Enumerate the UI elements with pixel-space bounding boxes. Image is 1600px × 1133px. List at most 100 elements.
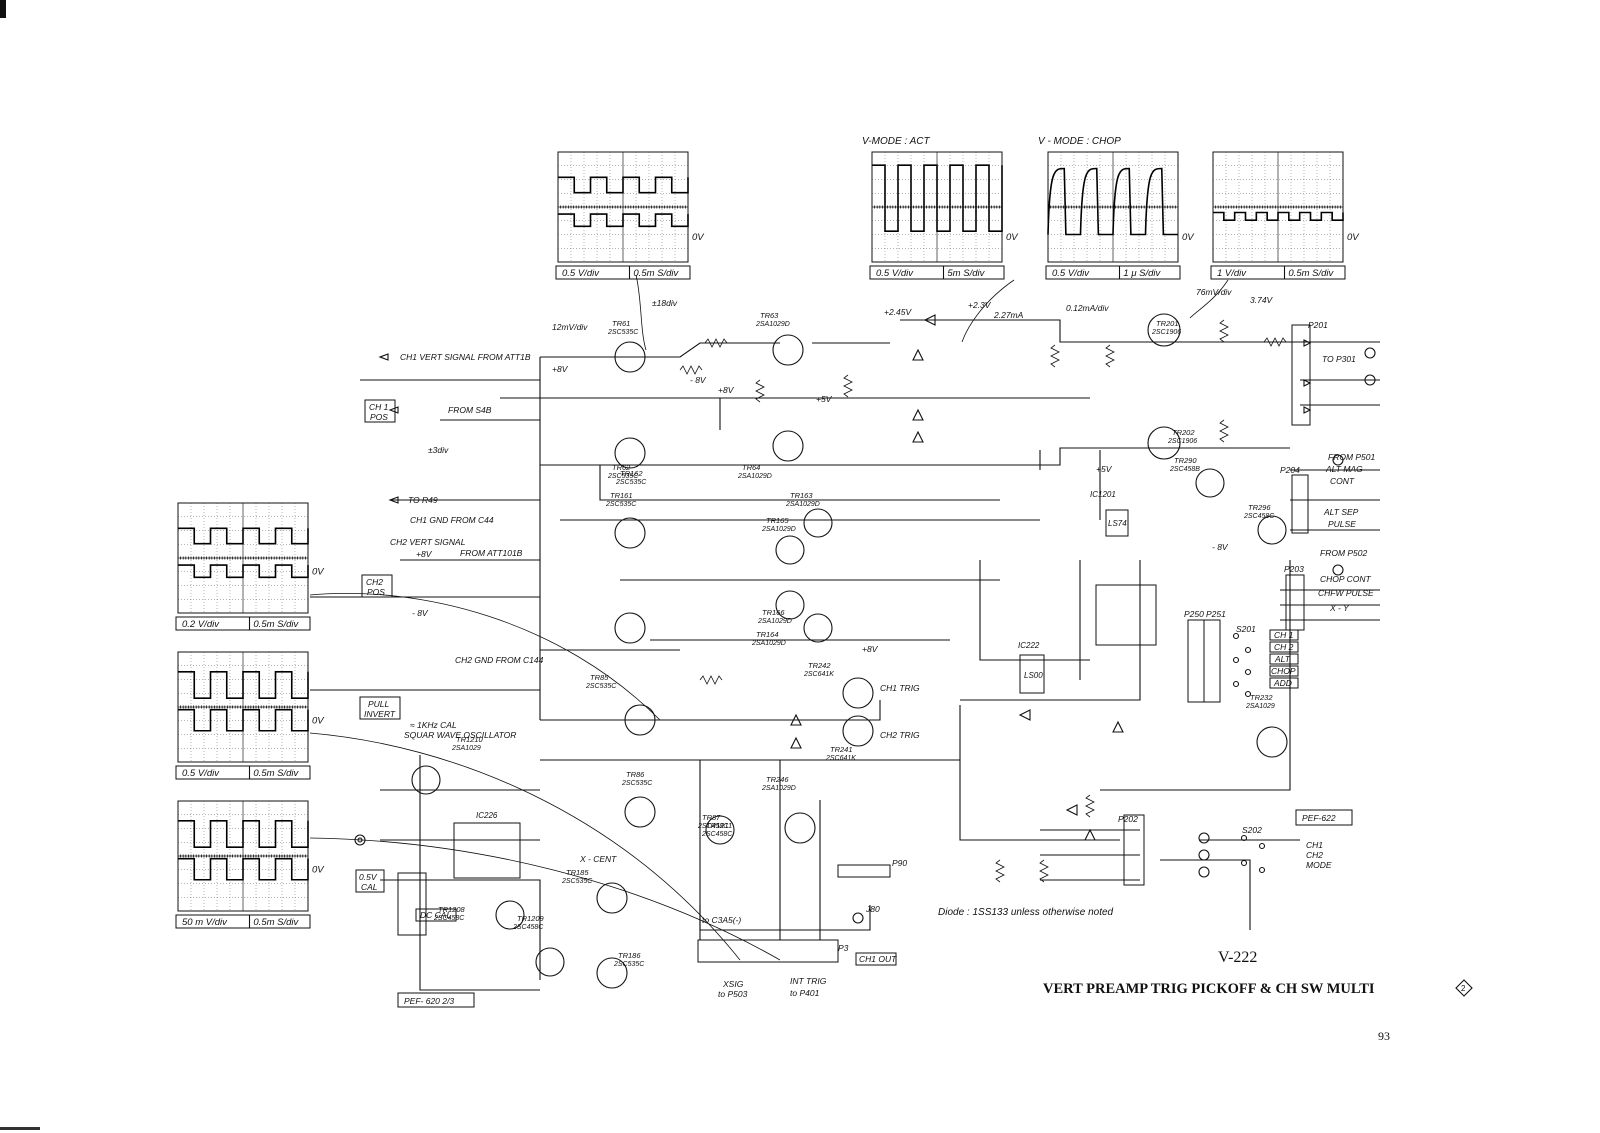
scope-volt-scale: 50 m V/div [182, 917, 228, 928]
svg-text:2SC1906: 2SC1906 [1167, 438, 1197, 445]
p203-label: P203 [1284, 564, 1304, 574]
ic1201-label: IC1201 [1090, 490, 1116, 499]
svg-text:2SC458C: 2SC458C [697, 823, 729, 830]
p90-label: P90 [892, 858, 907, 868]
j80-label: J80 [865, 904, 880, 914]
scope-volt-scale: 0.5 V/div [562, 268, 600, 279]
alt-mag-label: ALT MAG [1325, 464, 1363, 474]
scope-volt-scale: 0.2 V/div [182, 619, 220, 630]
scope-zero-label: 0V [312, 865, 325, 876]
scope-mode-label: V-MODE : ACT [862, 136, 930, 147]
svg-text:TR1209: TR1209 [517, 914, 545, 923]
svg-text:TR1211: TR1211 [706, 821, 732, 830]
svg-text:TR241: TR241 [830, 745, 853, 754]
scope-time-scale: 0.5m S/div [633, 268, 679, 279]
switch-ch2: CH 2 [1274, 642, 1294, 652]
switch-chop: CHOP [1271, 666, 1296, 676]
p201-label: P201 [1308, 320, 1328, 330]
svg-text:2SC535C: 2SC535C [585, 683, 617, 690]
scope-time-scale: 5m S/div [947, 268, 985, 279]
svg-text:2SA1029D: 2SA1029D [737, 473, 772, 480]
svg-text:TR164: TR164 [756, 630, 779, 639]
scope-zero-label: 0V [312, 567, 325, 578]
svg-text:2SA1029D: 2SA1029D [751, 640, 786, 647]
supply-minus8-c: - 8V [1212, 542, 1229, 552]
title-circle-mark: 2 [1455, 979, 1473, 997]
voltage-76mv: 76mV/div [1196, 287, 1232, 297]
supply-plus8-b: +8V [718, 385, 735, 395]
svg-text:TR296: TR296 [1248, 503, 1271, 512]
x-cent-label: X - CENT [579, 854, 617, 864]
svg-text:TR85: TR85 [590, 673, 609, 682]
pef620-box: PEF- 620 2/3 [404, 996, 454, 1006]
scope-time-scale: 0.5m S/div [1288, 268, 1334, 279]
supply-plus8-a: +8V [552, 364, 569, 374]
svg-text:2SA1029D: 2SA1029D [761, 785, 796, 792]
pulse-label: PULSE [1328, 519, 1356, 529]
scope-time-scale: 1 μ S/div [1123, 268, 1161, 279]
scope-zero-label: 0V [1006, 232, 1019, 243]
current-227: 2.27mA [993, 310, 1024, 320]
voltage-23: +2.3V [968, 300, 992, 310]
waveform-trace [178, 820, 309, 881]
pef622-box: PEF-622 [1302, 813, 1336, 823]
supply-plus5-b: +5V [1096, 464, 1113, 474]
svg-text:2SC535C: 2SC535C [607, 473, 639, 480]
ch-mode-label-2: CH2 [1306, 850, 1323, 860]
waveform-trace [178, 527, 309, 579]
scope-zero-label: 0V [312, 716, 325, 727]
dc-cal-box: DC CAL [420, 910, 451, 920]
p202-label: P202 [1118, 814, 1138, 824]
svg-text:2SC458C: 2SC458C [433, 915, 465, 922]
svg-text:TR202: TR202 [1172, 428, 1195, 437]
from-p501-label: FROM P501 [1328, 452, 1376, 462]
ch2-pos-box-line2: POS [367, 587, 385, 597]
from-s4b-label: FROM S4B [448, 405, 492, 415]
svg-text:2SA1029: 2SA1029 [451, 745, 481, 752]
cal-box-line1: 0.5V [359, 872, 378, 882]
svg-text:TR201: TR201 [1156, 319, 1179, 328]
svg-text:2SC458C: 2SC458C [512, 924, 544, 931]
svg-text:2SA1029D: 2SA1029D [761, 526, 796, 533]
svg-text:2SC535C: 2SC535C [615, 479, 647, 486]
waveform-trace [178, 671, 309, 732]
xsig-label: XSIG [722, 979, 744, 989]
title-model: V-222 [1218, 949, 1257, 966]
svg-text:2SC458C: 2SC458C [701, 831, 733, 838]
svg-text:TR290: TR290 [1174, 456, 1197, 465]
ch2-gnd-label: CH2 GND FROM C144 [455, 655, 544, 665]
ch1-trig-label: CH1 TRIG [880, 683, 920, 693]
waveform-trace [558, 176, 689, 228]
scope-volt-scale: 1 V/div [1217, 268, 1247, 279]
svg-text:TR61: TR61 [612, 319, 630, 328]
voltage-245: +2.45V [884, 307, 913, 317]
supply-plus8-c: +8V [416, 549, 433, 559]
svg-text:TR63: TR63 [760, 311, 779, 320]
svg-text:TR161: TR161 [610, 491, 633, 500]
svg-text:2SC535C: 2SC535C [605, 501, 637, 508]
waveform-trace [872, 164, 1003, 232]
scope-time-scale: 0.5m S/div [253, 768, 299, 779]
svg-text:TR246: TR246 [766, 775, 789, 784]
ch1-gnd-label: CH1 GND FROM C44 [410, 515, 494, 525]
to-p503-label: to P503 [718, 989, 748, 999]
